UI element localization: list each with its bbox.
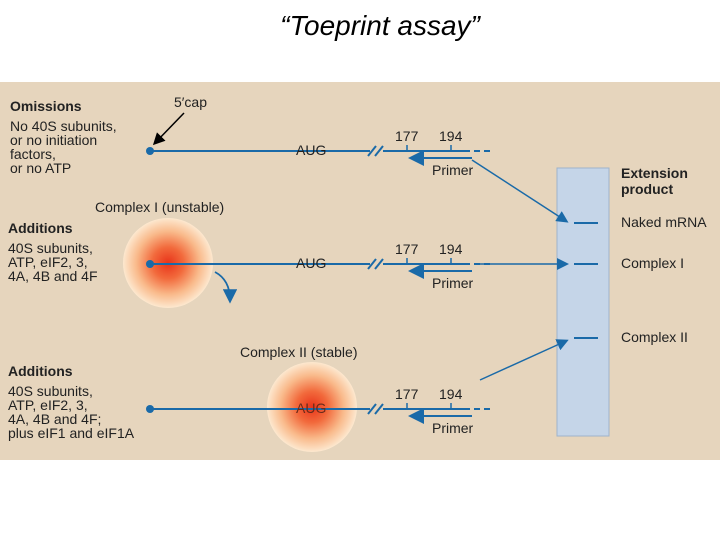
slide-title: “Toeprint assay”	[280, 10, 480, 41]
strand-row-1	[146, 145, 492, 166]
additions-2-line-1: 40S subunits,	[8, 383, 93, 399]
strand-row-3	[146, 403, 492, 424]
aug-row-2: AUG	[296, 255, 326, 271]
pos-194-row-1: 194	[439, 128, 463, 144]
complex-2-label: Complex II (stable)	[240, 344, 357, 360]
additions-2-line-4: plus eIF1 and eIF1A	[8, 425, 135, 441]
primer-row-2: Primer	[432, 275, 474, 291]
aug-row-1: AUG	[296, 142, 326, 158]
band-label-complex-2: Complex II	[621, 329, 688, 345]
pos-194-row-3: 194	[439, 386, 463, 402]
cap-arrow	[152, 112, 185, 146]
additions-1-line-1: 40S subunits,	[8, 240, 93, 256]
complex-1-label: Complex I (unstable)	[95, 199, 224, 215]
complex-2-ribosome	[267, 362, 357, 452]
primer-row-3: Primer	[432, 420, 474, 436]
additions-1-heading: Additions	[8, 220, 73, 236]
figure-panel	[0, 82, 720, 460]
band-label-complex-1: Complex I	[621, 255, 684, 271]
additions-1-line-2: ATP, eIF2, 3,	[8, 254, 88, 270]
additions-2-line-3: 4A, 4B and 4F;	[8, 411, 101, 427]
gel-lane	[556, 167, 610, 437]
pos-177-row-2: 177	[395, 241, 419, 257]
omissions-heading: Omissions	[10, 98, 82, 114]
product-arrow-1	[471, 159, 569, 223]
product-arrow-3	[479, 339, 569, 381]
aug-row-3: AUG	[296, 400, 326, 416]
additions-1-line-3: 4A, 4B and 4F	[8, 268, 98, 284]
pos-194-row-2: 194	[439, 241, 463, 257]
cap-label: 5′cap	[174, 94, 207, 110]
complex-1-dissociation-arrow	[214, 271, 238, 304]
primer-row-1: Primer	[432, 162, 474, 178]
omissions-line-2: or no initiation	[10, 132, 97, 148]
omissions-line-4: or no ATP	[10, 160, 71, 176]
extension-heading-line-2: product	[621, 181, 673, 197]
omissions-line-3: factors,	[10, 146, 56, 162]
band-label-naked-mrna: Naked mRNA	[621, 214, 707, 230]
omissions-line-1: No 40S subunits,	[10, 118, 117, 134]
extension-heading-line-1: Extension	[621, 165, 688, 181]
pos-177-row-3: 177	[395, 386, 419, 402]
additions-2-heading: Additions	[8, 363, 73, 379]
additions-2-line-2: ATP, eIF2, 3,	[8, 397, 88, 413]
pos-177-row-1: 177	[395, 128, 419, 144]
